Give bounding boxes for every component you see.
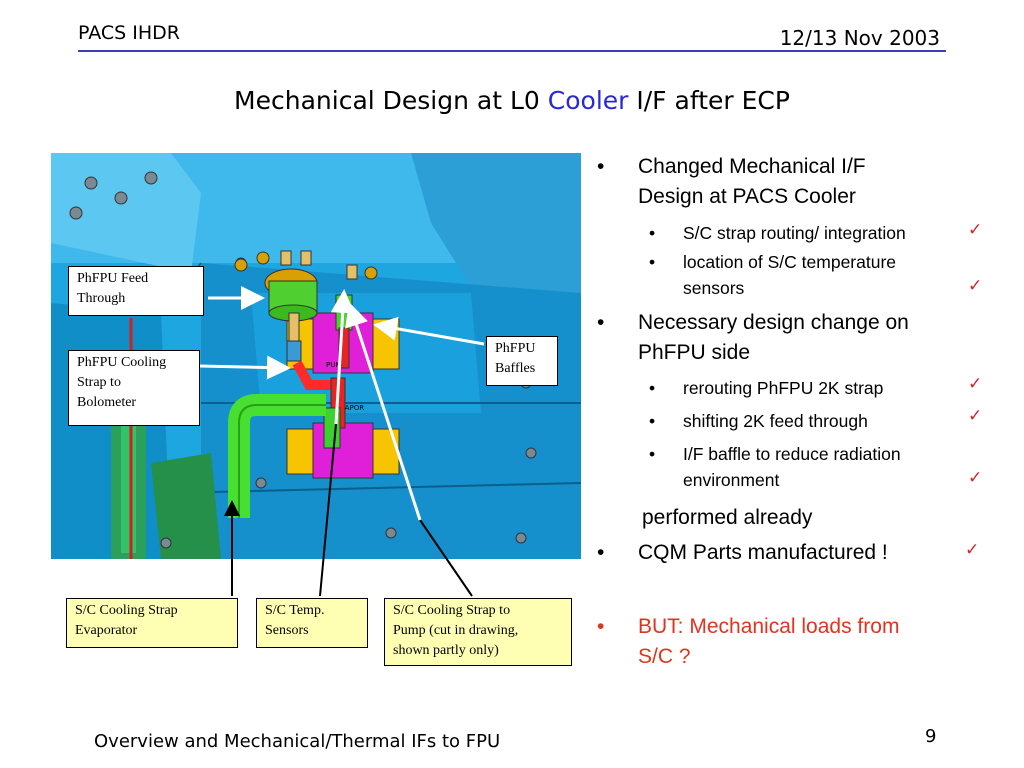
bullet-text: S/C ? [638,645,691,668]
check-icon: ✓ [968,374,983,394]
bullet-text: Design at PACS Cooler [638,185,856,208]
slide-title: Mechanical Design at L0 Cooler I/F after… [0,86,1024,115]
check-icon: ✓ [968,276,983,296]
callout-line: Strap to [77,375,121,390]
title-part1: Mechanical Design at L0 [234,86,548,115]
bullet-text: PhFPU side [638,341,751,364]
callout-pump: S/C Cooling Strap to Pump (cut in drawin… [384,598,572,666]
header-left: PACS IHDR [78,22,180,44]
callout-line: S/C Cooling Strap [75,603,178,618]
callout-baffles: PhFPU Baffles [486,336,558,386]
check-icon: ✓ [968,406,983,426]
callout-feed-through: PhFPU Feed Through [68,266,204,316]
bullet-text: environment [683,470,780,490]
bullet-text: S/C strap routing/ integration [683,223,906,243]
callout-line: PhFPU [495,341,536,356]
check-icon: ✓ [968,220,983,240]
page-number: 9 [925,726,937,747]
callout-line: Sensors [265,623,309,638]
callout-line: S/C Cooling Strap to [393,603,511,618]
callout-evaporator: S/C Cooling Strap Evaporator [66,598,238,648]
bullet-text: CQM Parts manufactured ! [638,541,888,564]
bullet-text: location of S/C temperature [683,252,897,272]
callout-line: PhFPU Cooling [77,355,167,370]
performed-text: performed already [642,506,813,529]
bullet-text: sensors [683,278,745,298]
callout-line: Through [77,291,126,306]
bullet-text: Necessary design change on [638,311,909,334]
bullet-dot: • [649,252,656,272]
callout-cooling-strap: PhFPU Cooling Strap to Bolometer [68,350,200,426]
bullet-dot: • [597,541,605,564]
callout-line: Evaporator [75,623,138,638]
bullet-dot: • [649,444,656,464]
callout-temp-sensors: S/C Temp. Sensors [256,598,368,648]
callout-line: S/C Temp. [265,603,325,618]
bullet-text: Changed Mechanical I/F [638,155,866,178]
header-date: 12/13 Nov 2003 [779,26,940,50]
bullet-text: shifting 2K feed through [683,411,868,431]
footer-text: Overview and Mechanical/Thermal IFs to F… [94,731,501,752]
check-icon: ✓ [968,468,983,488]
callout-line: Bolometer [77,395,137,410]
bullet-dot: • [649,378,656,398]
bullet-text: I/F baffle to reduce radiation [683,444,901,464]
check-icon: ✓ [965,540,980,560]
title-highlight: Cooler [547,86,629,115]
callout-line: Pump (cut in drawing, [393,623,519,638]
bullet-dot: • [597,311,605,334]
bullet-dot: • [597,155,605,178]
header-rule [78,50,946,52]
bullet-dot: • [649,411,656,431]
bullet-text: rerouting PhFPU 2K strap [683,378,884,398]
callout-line: PhFPU Feed [77,271,149,286]
bullet-text: BUT: Mechanical loads from [638,615,900,638]
title-part2: I/F after ECP [628,86,790,115]
callout-line: shown partly only) [393,643,499,658]
callout-line: Baffles [495,361,536,376]
bullet-dot: • [597,615,605,638]
bullet-dot: • [649,223,656,243]
